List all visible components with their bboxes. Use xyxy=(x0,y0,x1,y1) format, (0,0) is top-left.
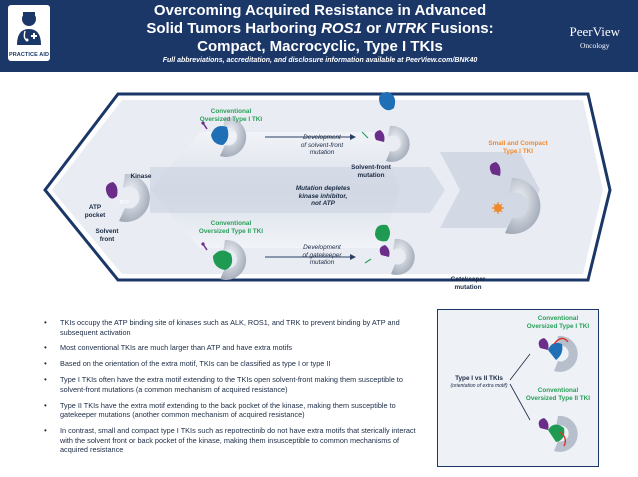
label-line: Type I TKI xyxy=(502,147,534,155)
label-line: mutation xyxy=(454,283,482,291)
practice-aid-badge: PRACTICE AID xyxy=(8,5,50,61)
list-item: Based on the orientation of the extra mo… xyxy=(44,359,424,369)
label-line: kinase inhibitor, xyxy=(298,192,348,200)
list-item: Most conventional TKIs are much larger t… xyxy=(44,343,424,353)
label-line: Oversized Type II TKI xyxy=(198,227,264,235)
gatekeeper-mutant xyxy=(364,224,415,275)
label-line: ATP xyxy=(88,204,102,211)
label-line: Conventional xyxy=(537,315,579,322)
list-item: Type I TKIs often have the extra motif e… xyxy=(44,375,424,394)
label-line: mutation xyxy=(309,259,335,267)
label-line: front xyxy=(99,235,115,243)
atp-label: ATP xyxy=(119,200,129,206)
kinase-left xyxy=(105,173,150,222)
subtitle-text: Full abbreviations, accreditation, and d… xyxy=(162,57,406,64)
label-line: Gatekeeper xyxy=(450,276,486,283)
label-line: mutation xyxy=(309,149,335,157)
brand-name: PeerView xyxy=(569,24,620,39)
label-line: Small and Compact xyxy=(488,140,548,147)
arrow-chevron xyxy=(440,152,540,228)
label-line: pocket xyxy=(84,211,106,219)
label-line: Mutation depletes xyxy=(295,185,351,192)
type1-tki-kinase xyxy=(201,116,247,157)
label-line: Development xyxy=(303,134,341,141)
label-line: Development xyxy=(303,244,341,251)
label-line: Oversized Type II TKI xyxy=(525,394,591,402)
sidebox-comparison-label: Type I vs II TKIs xyxy=(455,375,503,382)
doctor-icon xyxy=(17,12,41,45)
kinase-label: Kinase xyxy=(130,173,152,180)
brand-sub: Oncology xyxy=(579,41,610,50)
sidebox-comparison-sub: (orientation of extra motif) xyxy=(450,383,508,389)
label-line: not ATP xyxy=(311,200,335,208)
badge-label: PRACTICE AID xyxy=(8,52,50,58)
label-line: Solvent-front xyxy=(351,164,391,171)
title-text: Solid Tumors Harboring xyxy=(146,20,322,37)
type2-tki-kinase xyxy=(201,239,247,280)
title-text: Fusions: xyxy=(426,20,494,37)
type1-kinase-mini xyxy=(538,335,578,372)
list-item: TKIs occupy the ATP binding site of kina… xyxy=(44,318,424,337)
key-points-list: TKIs occupy the ATP binding site of kina… xyxy=(44,318,424,461)
label-line: Solvent xyxy=(95,228,119,235)
title-ros1: ROS1 xyxy=(321,20,362,37)
page-title: Overcoming Acquired Resistance in Advanc… xyxy=(90,2,550,56)
arrow-band xyxy=(150,167,445,213)
diagram-graphics xyxy=(43,92,612,282)
label-line: of solvent-front xyxy=(300,141,344,149)
title-line-1: Overcoming Acquired Resistance in Advanc… xyxy=(153,2,487,19)
title-text: or xyxy=(361,20,386,37)
label-line: Conventional xyxy=(210,220,252,227)
title-line-3: Compact, Macrocyclic, Type I TKIs xyxy=(197,38,443,55)
label-line: Oversized Type I TKI xyxy=(199,115,263,123)
label-line: of gatekeeper xyxy=(302,251,342,259)
peerview-logo: PeerView Oncology xyxy=(570,24,620,50)
comparison-graphics xyxy=(509,335,578,452)
title-line-2: Solid Tumors Harboring ROS1 or NTRK Fusi… xyxy=(90,20,550,38)
solvent-front-mutant xyxy=(361,92,410,162)
small-compact-tki-kinase xyxy=(489,162,541,234)
label-line: Conventional xyxy=(210,108,252,115)
label-line: mutation xyxy=(357,171,385,179)
list-item: In contrast, small and compact type I TK… xyxy=(44,426,424,455)
list-item: Type II TKIs have the extra motif extend… xyxy=(44,401,424,420)
subtitle-link[interactable]: PeerView.com/BNK40 xyxy=(405,57,478,64)
title-ntrk: NTRK xyxy=(385,20,427,37)
header-banner: PRACTICE AID Overcoming Acquired Resista… xyxy=(0,0,638,72)
subtitle: Full abbreviations, accreditation, and d… xyxy=(60,57,580,64)
label-line: Conventional xyxy=(537,387,579,394)
label-line: Oversized Type I TKI xyxy=(526,322,590,330)
type2-kinase-mini xyxy=(538,415,578,452)
